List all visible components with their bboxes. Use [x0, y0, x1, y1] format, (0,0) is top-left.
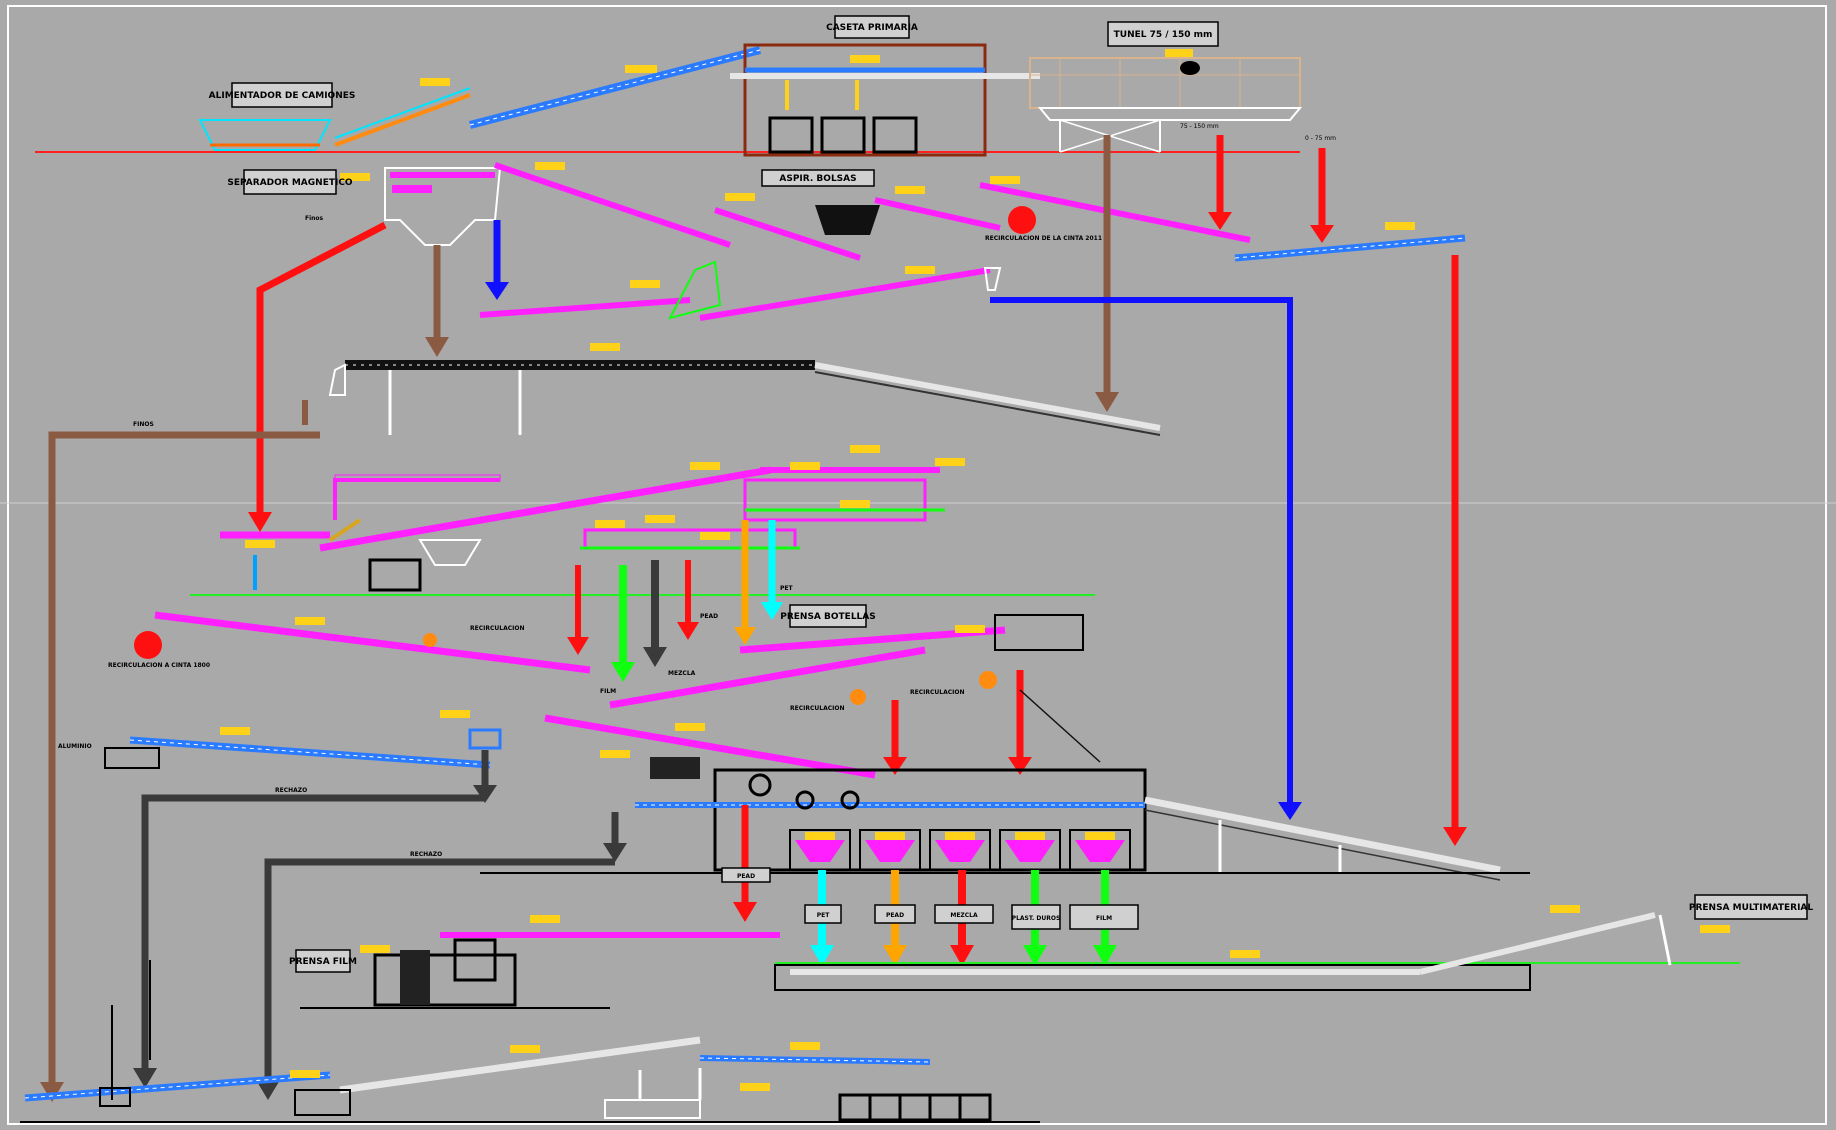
reject-label: RECHAZO	[410, 851, 442, 858]
magnetic-separator	[340, 167, 502, 246]
recirculation-point-small	[423, 633, 437, 647]
magenta-conveyors-top	[479, 162, 1251, 321]
size-range-label: 75 - 150 mm	[1180, 123, 1219, 130]
mezcla-label: MEZCLA	[668, 670, 696, 677]
recirculation-label: RECIRCULACION	[790, 705, 844, 712]
flow-brown-separator	[425, 245, 449, 357]
film-press	[300, 915, 780, 1009]
flow-brown-fines	[40, 400, 320, 1102]
magnetic-separator-label-box	[243, 169, 337, 195]
bin-label-box	[1011, 904, 1061, 930]
flow-blue-ferrous	[485, 220, 509, 300]
bin-label: PLAST. DUROS	[1012, 915, 1061, 922]
recirculation-label: RECIRCULACION	[910, 689, 964, 696]
trommel-label: TUNEL 75 / 150 mm	[1114, 30, 1213, 40]
recirculation-point	[134, 631, 162, 659]
fines-outlet-label: Finos	[305, 215, 324, 222]
bin-label: PEAD	[886, 912, 904, 919]
bin-label: PET	[817, 912, 830, 919]
bin-label: PEAD	[737, 873, 755, 880]
reject-discharge-conveyor	[20, 960, 1040, 1123]
equipment-tag	[625, 65, 657, 73]
bin-label: MEZCLA	[950, 912, 978, 919]
pet-label: PET	[780, 585, 793, 592]
magenta-conveyors-mid	[154, 611, 1084, 779]
recirculation-point	[1008, 206, 1036, 234]
recirculation-point-small	[850, 689, 866, 705]
trommel-label-box	[1107, 21, 1219, 47]
aluminium-line	[104, 710, 502, 769]
film-press-label-box	[295, 949, 351, 973]
primary-conveyor	[468, 46, 762, 129]
fines-label: FINOS	[133, 421, 154, 428]
truck-feeder-label: ALIMENTADOR DE CAMIONES	[209, 91, 356, 101]
flow-red-separator	[248, 221, 387, 532]
mid-sorting-cabin	[220, 445, 965, 592]
bin-label-box	[1069, 904, 1139, 930]
film-press-label: PRENSA FILM	[289, 957, 357, 967]
flow-brown-trommel	[1095, 135, 1119, 412]
cabin-drop-arrows	[567, 520, 783, 682]
bag-aspirator-label: ASPIR. BOLSAS	[779, 174, 856, 184]
storage-bins	[789, 829, 1131, 871]
reject-label: RECHAZO	[275, 787, 307, 794]
multimaterial-press-label: PRENSA MULTIMATERIAL	[1689, 903, 1814, 913]
primary-cabin-label: CASETA PRIMARIA	[826, 23, 918, 33]
multimaterial-press-label-box	[1694, 894, 1808, 920]
baler-feed-arrows	[883, 670, 1101, 775]
primary-cabin-label-box	[834, 15, 910, 39]
recirculation-label: RECIRCULACION DE LA CINTA 2011	[985, 235, 1102, 242]
equipment-tag	[420, 78, 450, 86]
film-label: FILM	[600, 688, 616, 695]
baler-building	[480, 757, 1530, 881]
drawing-frame	[7, 5, 1827, 1125]
bin-label: FILM	[1096, 915, 1112, 922]
reject-lines	[133, 750, 627, 1100]
flow-red-trommel	[1208, 135, 1334, 243]
bin-label-box	[804, 904, 842, 924]
pead-label: PEAD	[700, 613, 718, 620]
size-range-label: 0 - 75 mm	[1305, 135, 1336, 142]
aluminium-label: ALUMINIO	[58, 743, 92, 750]
magnetic-separator-label: SEPARADOR MAGNETICO	[227, 178, 353, 188]
bin-label-box	[874, 904, 916, 924]
bottle-press-label: PRENSA BOTELLAS	[780, 612, 876, 622]
truck-feeder-label-box	[231, 82, 333, 108]
bale-conveyor	[774, 905, 1740, 991]
fines-conveyor	[328, 343, 1161, 436]
recirculation-label: RECIRCULACION A CINTA 1800	[108, 662, 210, 669]
bottle-press-label-box	[789, 604, 867, 628]
primary-cabin	[743, 43, 987, 157]
trommel-underflow-conveyor	[1234, 222, 1466, 262]
container-row	[838, 1093, 992, 1122]
bin-label-box	[934, 904, 994, 924]
truck-feeder	[198, 78, 471, 151]
recirculation-label: RECIRCULACION	[470, 625, 524, 632]
flow-blue-long	[990, 297, 1302, 820]
bag-aspirator-label-box	[761, 169, 875, 187]
flow-red-baler-out	[721, 805, 771, 922]
recirculation-point-small	[979, 671, 997, 689]
trommel-structure	[1029, 49, 1303, 153]
flow-red-right	[1443, 255, 1467, 846]
